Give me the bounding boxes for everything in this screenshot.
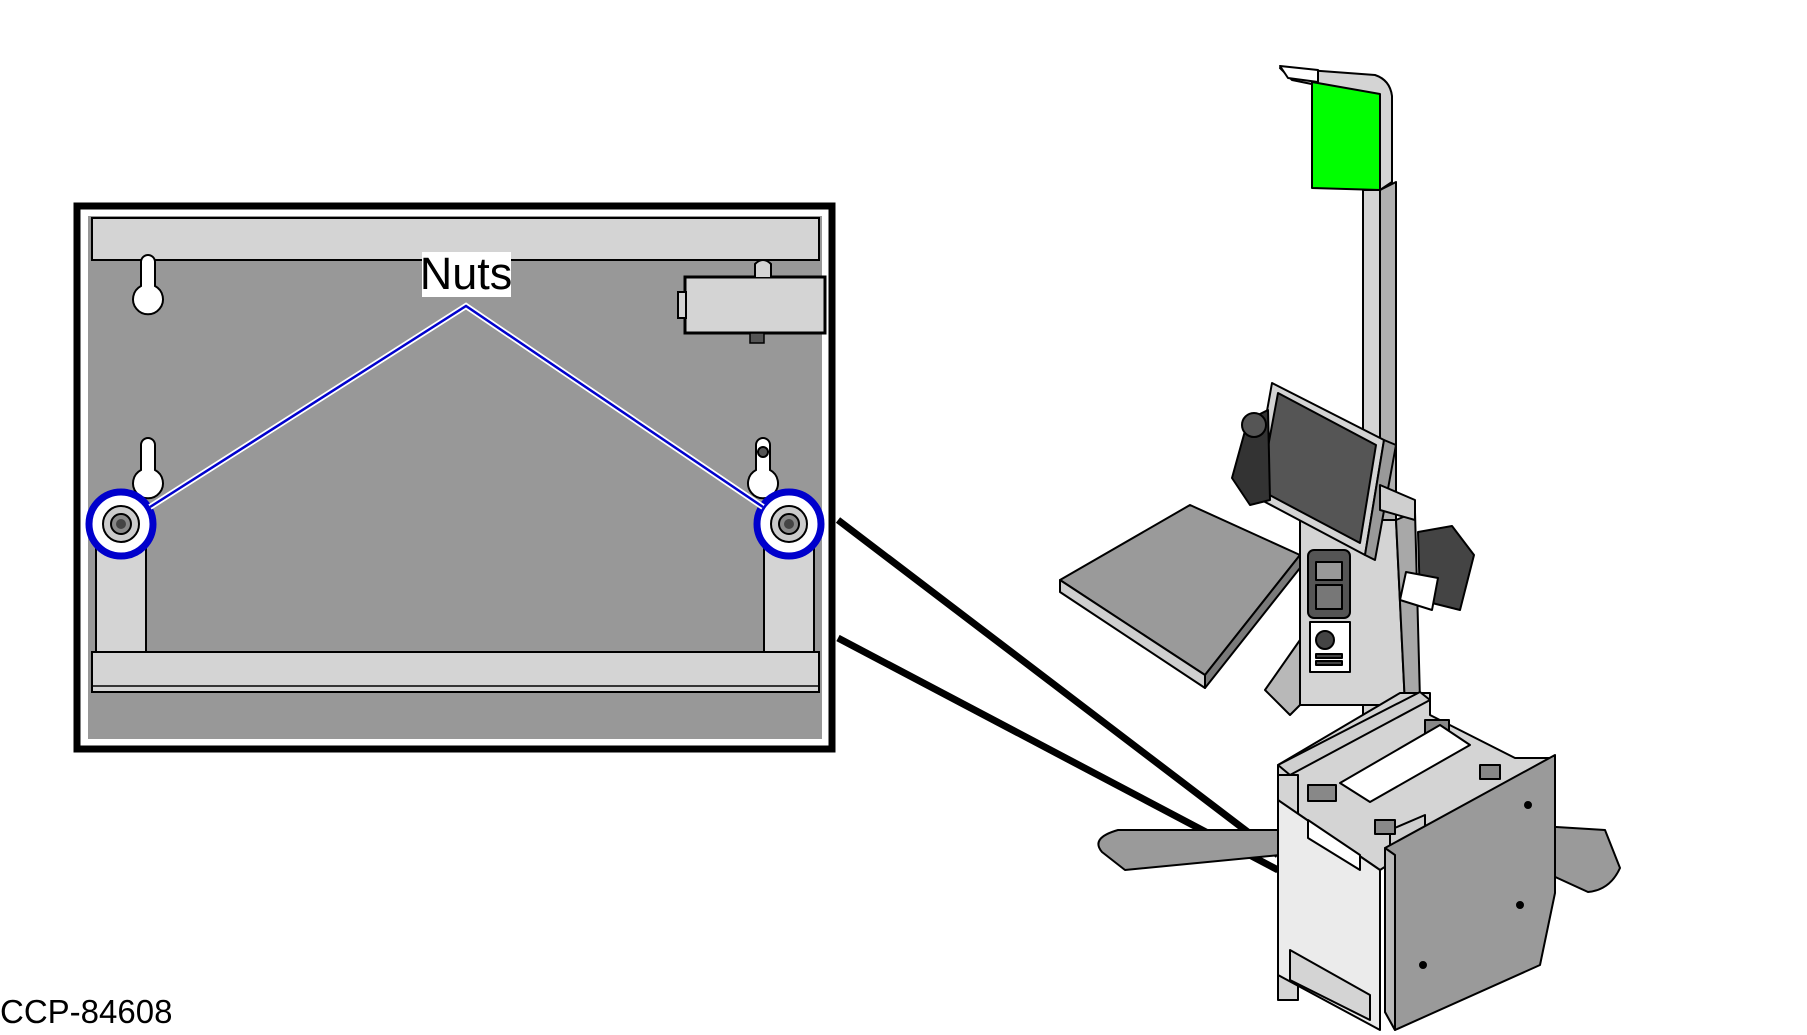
floor-foot-left	[1097, 829, 1283, 871]
keyhole-slot	[132, 437, 164, 500]
side-device	[1399, 525, 1475, 611]
monitor	[1251, 382, 1397, 561]
keyhole-slot	[747, 437, 779, 500]
floor-foot-right	[1539, 825, 1621, 893]
status-light	[1279, 65, 1393, 191]
nut-right	[753, 488, 825, 560]
payment-terminal	[1307, 549, 1351, 619]
handheld-scanner	[1231, 409, 1271, 506]
nuts-leader-lines	[148, 302, 765, 510]
nuts-label: Nuts	[420, 248, 513, 299]
detail-inset: Nuts	[73, 202, 836, 753]
bracket	[677, 259, 827, 344]
bag-shelf	[1059, 504, 1301, 716]
nut-left	[85, 488, 157, 560]
kiosk-illustration	[1059, 65, 1621, 1031]
base-cabinet	[1277, 691, 1556, 1031]
figure-id: CCP-84608	[0, 993, 173, 1030]
keyhole-slot	[132, 254, 164, 316]
logo-plaque	[1309, 621, 1351, 673]
